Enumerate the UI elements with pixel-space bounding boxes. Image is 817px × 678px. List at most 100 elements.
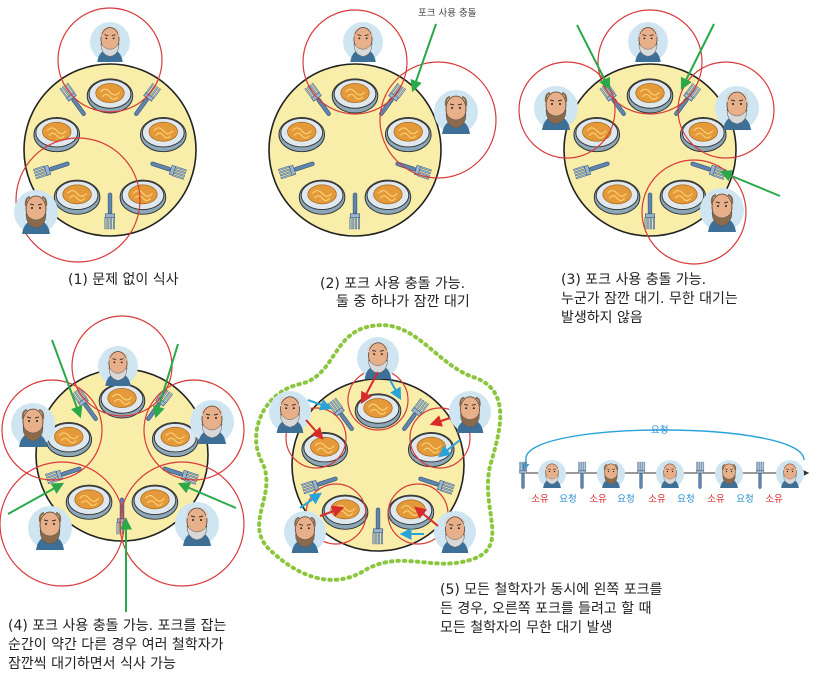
brows bbox=[786, 468, 794, 470]
eye bbox=[31, 207, 33, 209]
fork-tine bbox=[279, 171, 292, 177]
side-hair bbox=[725, 92, 749, 103]
conflict-arrow bbox=[680, 23, 715, 91]
spaghetti bbox=[340, 83, 370, 103]
eye bbox=[307, 527, 310, 530]
face-drawing bbox=[350, 27, 376, 62]
spaghetti-strands bbox=[165, 432, 186, 444]
eye bbox=[465, 407, 468, 410]
fork-tine bbox=[440, 489, 453, 495]
side-hair bbox=[21, 409, 45, 420]
fork-tine bbox=[301, 483, 314, 489]
philosopher-face bbox=[715, 460, 743, 488]
owns-arrow bbox=[414, 506, 439, 527]
fork-handle bbox=[639, 472, 643, 489]
brows bbox=[29, 203, 43, 206]
eye bbox=[551, 103, 553, 105]
side-hair bbox=[710, 194, 734, 205]
side-hair bbox=[185, 508, 209, 519]
fork-tine bbox=[172, 174, 185, 180]
spaghetti-strands bbox=[79, 494, 100, 507]
plate bbox=[321, 494, 369, 530]
fork-tine bbox=[760, 461, 762, 471]
fork-tine bbox=[302, 486, 315, 492]
request-arrow bbox=[307, 399, 333, 411]
plate bbox=[98, 383, 146, 419]
fork-tine bbox=[643, 461, 646, 471]
spaghetti-strands bbox=[67, 189, 88, 202]
fork-tine bbox=[303, 488, 316, 495]
side-hair bbox=[352, 27, 374, 37]
fork-tine bbox=[644, 217, 647, 230]
brows bbox=[725, 468, 733, 470]
conflict-circle bbox=[409, 407, 471, 469]
face-drawing bbox=[543, 463, 561, 488]
request-label: 요청 bbox=[651, 425, 668, 436]
face-drawing bbox=[364, 342, 392, 379]
fork-tine bbox=[575, 173, 588, 180]
fork-tine bbox=[278, 168, 291, 174]
plate bbox=[33, 117, 81, 153]
beard bbox=[445, 533, 465, 548]
beard bbox=[783, 474, 797, 485]
philosopher-face bbox=[656, 460, 684, 488]
spaghetti-strands bbox=[112, 393, 132, 405]
scene-4 bbox=[0, 315, 245, 612]
brows bbox=[730, 99, 744, 102]
caption-3-line2: 누군가 잠깐 대기. 무한 대기는 bbox=[561, 291, 738, 307]
conflict-circle bbox=[285, 407, 347, 469]
fork bbox=[578, 461, 587, 489]
spaghetti bbox=[42, 121, 72, 142]
fork bbox=[300, 476, 338, 495]
philosopher-face bbox=[534, 86, 578, 130]
fork-conflict-label: 포크 사용 충돌 bbox=[418, 8, 477, 19]
side-hair bbox=[603, 463, 619, 471]
brows bbox=[43, 519, 57, 522]
spaghetti-strands bbox=[345, 88, 365, 100]
eye bbox=[285, 407, 288, 410]
request-loop bbox=[525, 429, 805, 461]
brows bbox=[715, 201, 729, 204]
fork bbox=[71, 387, 98, 421]
fork-tine bbox=[311, 82, 320, 94]
spaghetti-strands bbox=[586, 127, 607, 139]
eye bbox=[791, 470, 794, 473]
fork-tine bbox=[44, 470, 57, 477]
side-hair bbox=[24, 196, 48, 207]
beard bbox=[638, 43, 658, 57]
beard bbox=[108, 367, 128, 381]
eye bbox=[451, 107, 453, 109]
eye bbox=[740, 103, 742, 105]
beard bbox=[100, 43, 120, 57]
conflict-arrow bbox=[410, 23, 437, 93]
caption-2-line1: (2) 포크 사용 충돌 가능. bbox=[320, 276, 465, 292]
fork-tine bbox=[420, 403, 430, 414]
eye bbox=[607, 470, 610, 473]
fork-tine bbox=[358, 217, 360, 230]
plate bbox=[298, 179, 346, 215]
fork-tine bbox=[443, 481, 455, 487]
spaghetti-strands bbox=[368, 403, 388, 415]
eye bbox=[643, 37, 646, 40]
fork-neck bbox=[372, 528, 384, 533]
fork-tine bbox=[309, 84, 318, 96]
fork-tine bbox=[104, 217, 107, 230]
fork-tine bbox=[415, 399, 425, 411]
fork-tine bbox=[521, 461, 523, 471]
eye bbox=[612, 470, 615, 473]
eye bbox=[120, 361, 123, 364]
spaghetti-strands bbox=[640, 88, 660, 100]
fork-neck bbox=[578, 470, 586, 474]
side-hair bbox=[200, 406, 224, 417]
beard bbox=[22, 426, 44, 442]
fork-handle bbox=[758, 472, 762, 489]
fork-tine bbox=[650, 217, 653, 230]
brows bbox=[372, 349, 384, 352]
spaghetti bbox=[128, 184, 158, 205]
brows bbox=[548, 468, 556, 470]
plate bbox=[86, 78, 134, 114]
brows bbox=[666, 468, 674, 470]
fork-tine bbox=[525, 461, 528, 471]
side-hair bbox=[107, 351, 129, 361]
